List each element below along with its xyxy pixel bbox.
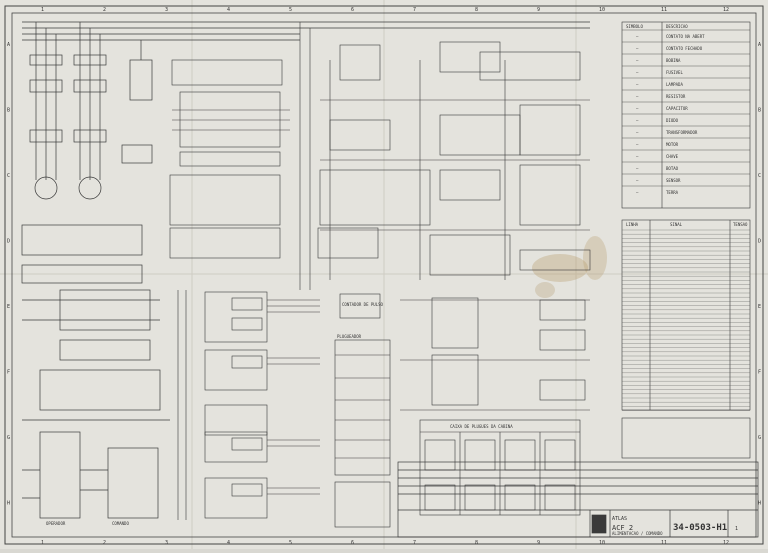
grid-row-label: A (7, 42, 10, 48)
grid-row-label: D (7, 238, 10, 244)
legend-symbol: — (636, 94, 639, 99)
legend-description: CONTATO FECHADO (666, 46, 703, 51)
control-section (169, 22, 320, 520)
legend-description: CONTATO NA ABERT (666, 34, 705, 39)
title-company: ATLAS (612, 516, 627, 522)
table-frames (621, 21, 751, 459)
grid-column-label: 6 (351, 540, 354, 546)
drawing-number: 34-0503-H1 (673, 523, 727, 533)
legend-description: RESISTOR (666, 94, 686, 99)
grid-column-label: 4 (227, 540, 230, 546)
legend-symbol: — (636, 190, 639, 195)
wire-table-header: LINHA (626, 222, 639, 227)
legend-description: DIODO (666, 118, 679, 123)
grid-row-labels: A A B B C C D D E E F F G G H H (7, 42, 761, 507)
legend-header: DESCRICAO (666, 24, 688, 29)
wire-table: LINHA SINAL TENSAO (622, 222, 750, 411)
grid-row-label: E (7, 304, 10, 310)
sheet-number: 1 (735, 526, 738, 532)
grid-column-label: 8 (475, 7, 478, 13)
legend-symbol: — (636, 82, 639, 87)
grid-row-label: H (7, 500, 10, 506)
grid-column-label: 1 (41, 7, 44, 13)
plug-panel-label: PLUGUEADOR (337, 334, 362, 339)
grid-row-label: A (758, 42, 761, 48)
grid-column-label: 12 (723, 540, 729, 546)
legend-header: SIMBOLO (626, 24, 643, 29)
power-section (21, 21, 590, 519)
grid-row-label: B (7, 107, 10, 113)
counter-label: CONTADOR DE PULSO (342, 302, 384, 307)
legend-symbol: — (636, 142, 639, 147)
legend-symbol: — (636, 118, 639, 123)
grid-row-label: F (7, 369, 10, 375)
grid-column-label: 9 (537, 540, 540, 546)
legend-description: LAMPADA (666, 82, 683, 87)
legend-symbol: — (636, 106, 639, 111)
grid-row-label: H (758, 500, 761, 506)
grid-column-label: 7 (413, 7, 416, 13)
title-subtitle: ALIMENTACAO / COMANDO (612, 531, 663, 536)
grid-column-label: 10 (599, 7, 605, 13)
legend-description: BOTAO (666, 166, 679, 171)
operator-label: OPERADOR (46, 521, 66, 526)
grid-column-label: 6 (351, 7, 354, 13)
grid-column-label: 3 (165, 540, 168, 546)
grid-row-label: C (758, 173, 761, 179)
grid-column-label: 12 (723, 7, 729, 13)
legend-description: TERRA (666, 190, 679, 195)
legend-description: CAPACITOR (666, 106, 688, 111)
legend-description: MOTOR (666, 142, 679, 147)
legend-symbol: — (636, 166, 639, 171)
grid-column-label: 11 (661, 7, 667, 13)
grid-column-label: 5 (289, 540, 292, 546)
grid-column-label: 11 (661, 540, 667, 546)
grid-column-label: 10 (599, 540, 605, 546)
title-description: ACF 2 (612, 524, 633, 532)
grid-row-label: G (7, 435, 10, 441)
legend-symbol: — (636, 70, 639, 75)
grid-row-label: F (758, 369, 761, 375)
wire-table-header: SINAL (670, 222, 683, 227)
grid-row-label: E (758, 304, 761, 310)
legend-symbol: — (636, 154, 639, 159)
legend-table: SIMBOLO DESCRICAO — CONTATO NA ABERT — CONTAT… (622, 24, 750, 195)
legend-symbol: — (636, 46, 639, 51)
grid-column-label: 4 (227, 7, 230, 13)
legend-description: BOBINA (666, 58, 681, 63)
grid-column-label: 8 (475, 540, 478, 546)
grid-column-label: 9 (537, 7, 540, 13)
legend-symbol: — (636, 58, 639, 63)
legend-symbol: — (636, 130, 639, 135)
grid-column-label: 1 (41, 540, 44, 546)
legend-description: FUSIVEL (666, 70, 683, 75)
legend-description: SENSOR (666, 178, 681, 183)
grid-row-label: C (7, 173, 10, 179)
title-block (397, 461, 759, 538)
grid-column-label: 3 (165, 7, 168, 13)
legend-symbol: — (636, 178, 639, 183)
control-label: COMANDO (112, 521, 129, 526)
grid-column-label: 5 (289, 7, 292, 13)
grid-column-label: 2 (103, 7, 106, 13)
wire-table-header: TENSAO (733, 222, 748, 227)
grid-row-label: G (758, 435, 761, 441)
grid-column-label: 7 (413, 540, 416, 546)
legend-symbol: — (636, 34, 639, 39)
cabin-plug-label: CAIXA DE PLUGUES DA CABINA (450, 424, 513, 429)
grid-row-label: B (758, 107, 761, 113)
legend-description: TRANSFORMADOR (666, 130, 698, 135)
grid-row-label: D (758, 238, 761, 244)
legend-description: CHAVE (666, 154, 679, 159)
grid-column-label: 2 (103, 540, 106, 546)
